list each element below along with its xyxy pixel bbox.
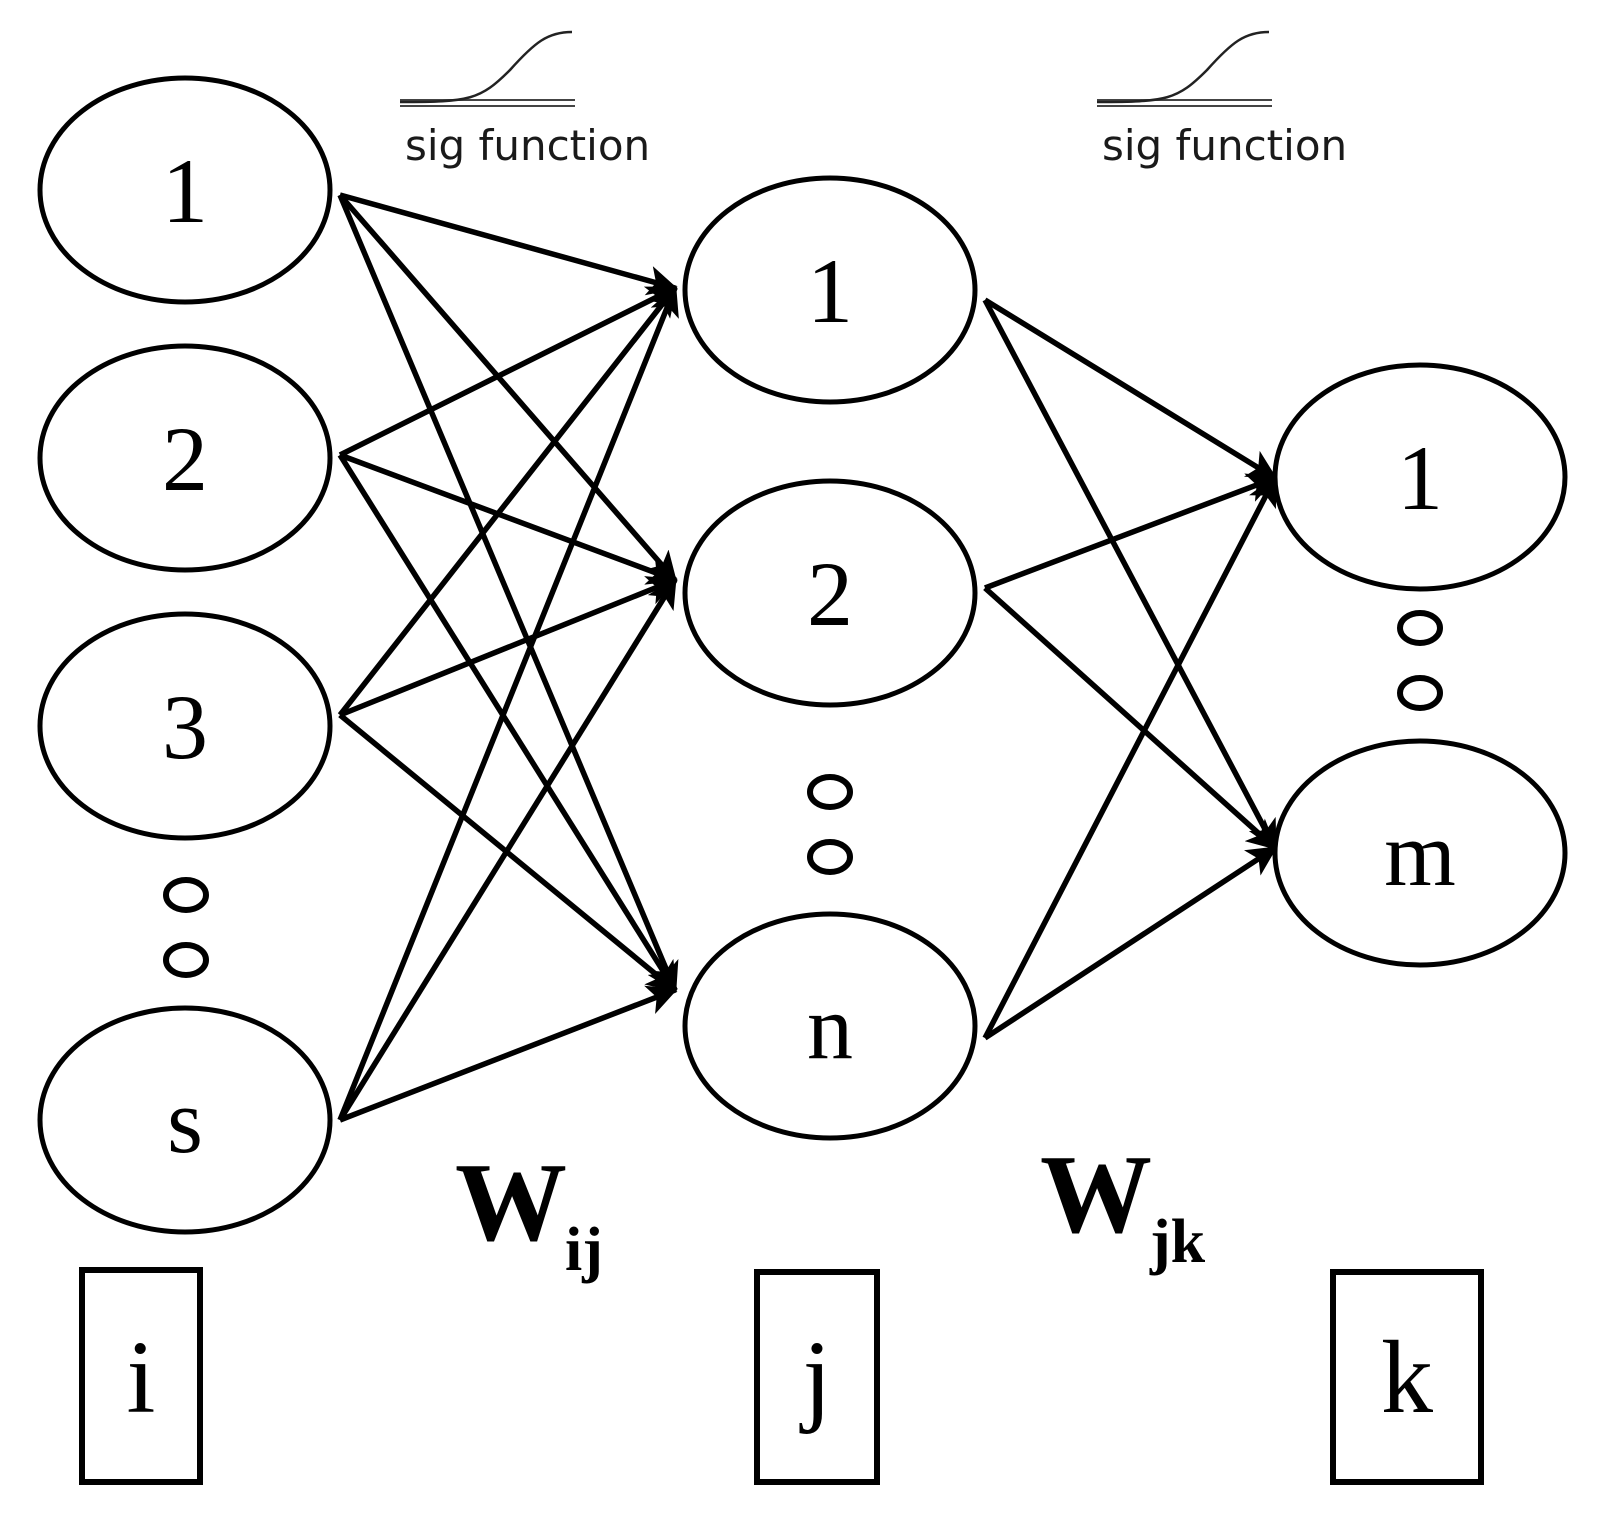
edge-hidden1-output1 [983, 585, 1278, 851]
weight-ij-main: W [455, 1141, 567, 1265]
edge-input1-hidden0 [338, 285, 678, 458]
edge-input0-hidden2 [337, 193, 679, 993]
layer-box-hidden-label: j [800, 1320, 832, 1435]
input-node-1-label: 1 [162, 140, 208, 242]
edge-hidden0-output1 [982, 298, 1278, 851]
edge-input1-hidden1 [339, 452, 678, 585]
input-node-s: s [37, 1005, 333, 1235]
sigmoid-curve-icon [399, 30, 573, 104]
hidden-node-n: n [682, 911, 978, 1141]
hidden-node-1: 1 [682, 175, 978, 405]
edge-input0-hidden1 [337, 193, 678, 583]
layer-box-input: i [79, 1267, 203, 1485]
weight-jk-sub: jk [1149, 1208, 1206, 1276]
output-node-m-label: m [1384, 803, 1456, 905]
edge-input2-hidden1 [338, 576, 678, 718]
output-ellipsis [1397, 610, 1443, 711]
hidden-node-2-label: 2 [807, 543, 853, 645]
edge-hidden2-output0 [982, 475, 1278, 1040]
edge-input3-hidden0 [337, 285, 679, 1122]
weight-label-ij: W ij [455, 1141, 603, 1284]
hidden-node-1-label: 1 [807, 240, 853, 342]
activation-label-2: sig function [1102, 121, 1347, 170]
input-node-1: 1 [37, 75, 333, 305]
connections-group [337, 192, 1278, 1123]
ellipsis-dot [807, 774, 853, 810]
sigmoid-curve-icon [1096, 30, 1270, 104]
hidden-node-2: 2 [682, 478, 978, 708]
edge-input0-hidden0 [339, 192, 678, 296]
input-node-2-label: 2 [162, 408, 208, 510]
hidden-ellipsis [807, 774, 853, 875]
input-ellipsis [163, 877, 209, 978]
edge-input3-hidden2 [339, 985, 678, 1123]
weight-jk-main: W [1040, 1133, 1152, 1257]
edge-hidden0-output0 [983, 297, 1278, 481]
hidden-node-n-label: n [807, 976, 853, 1078]
edge-hidden1-output0 [984, 473, 1278, 591]
output-node-1: 1 [1272, 362, 1568, 592]
input-node-3: 3 [37, 611, 333, 841]
ellipsis-dot [807, 839, 853, 875]
input-node-2: 2 [37, 343, 333, 573]
ellipsis-dot [1397, 610, 1443, 646]
ellipsis-dot [163, 942, 209, 978]
activation-indicator-1: sig function [399, 30, 650, 170]
output-node-m: m [1272, 738, 1568, 968]
weight-ij-sub: ij [565, 1216, 603, 1284]
edge-input3-hidden1 [337, 577, 678, 1122]
edge-input2-hidden0 [337, 285, 678, 717]
input-node-s-label: s [167, 1070, 203, 1172]
layer-box-input-label: i [127, 1320, 156, 1435]
ellipsis-dot [163, 877, 209, 913]
weight-label-jk: W jk [1040, 1133, 1206, 1276]
input-node-3-label: 3 [162, 676, 208, 778]
edge-hidden2-output1 [983, 845, 1278, 1041]
layer-box-output: k [1330, 1269, 1484, 1485]
activation-indicator-2: sig function [1096, 30, 1347, 170]
output-node-1-label: 1 [1397, 427, 1443, 529]
ellipsis-dot [1397, 675, 1443, 711]
layer-box-output-label: k [1381, 1320, 1433, 1435]
activation-label-1: sig function [405, 121, 650, 170]
layer-box-hidden: j [754, 1269, 880, 1485]
edge-input1-hidden2 [337, 453, 678, 993]
